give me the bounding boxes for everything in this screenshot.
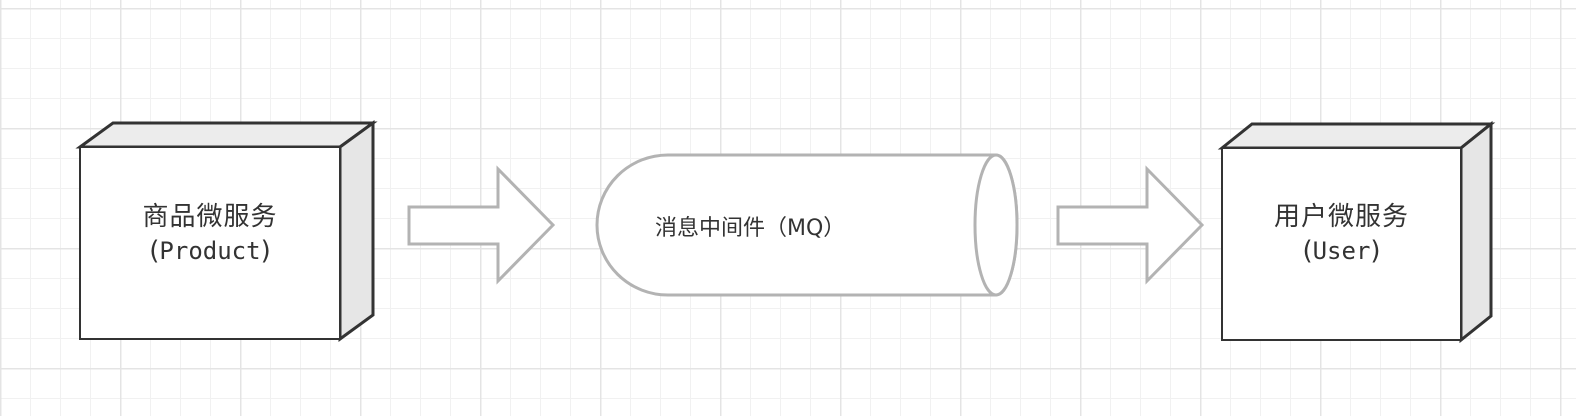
mq-cylinder-end (973, 153, 1019, 297)
user-box-side (1459, 120, 1493, 344)
product-service-code-line: (Product) (80, 235, 340, 269)
flow-arrow-mq-to-user (1056, 165, 1205, 285)
user-service-node[interactable] (1217, 120, 1496, 344)
user-box-top (1217, 122, 1496, 150)
product-service-name: 商品微服务 (142, 202, 278, 232)
product-service-label: 商品微服务 (Product) (80, 201, 340, 269)
flow-arrow-product-to-mq (407, 165, 556, 285)
user-open-paren: ( (1302, 235, 1313, 266)
message-queue-node[interactable] (595, 153, 1019, 297)
product-box-front (79, 146, 341, 340)
user-service-label: 用户微服务 (User) (1222, 201, 1461, 269)
user-service-code: User (1312, 236, 1371, 265)
product-box-side (338, 120, 375, 342)
user-service-name: 用户微服务 (1273, 202, 1409, 232)
user-close-paren: ) (1370, 235, 1381, 266)
product-close-paren: ) (260, 235, 271, 266)
product-open-paren: ( (149, 235, 160, 266)
user-box-front (1221, 147, 1462, 341)
message-queue-label: 消息中间件（MQ） (655, 216, 846, 241)
product-service-code: Product (159, 236, 261, 265)
product-box-top (75, 121, 378, 149)
product-service-node[interactable] (75, 120, 378, 342)
user-service-code-line: (User) (1222, 235, 1461, 269)
